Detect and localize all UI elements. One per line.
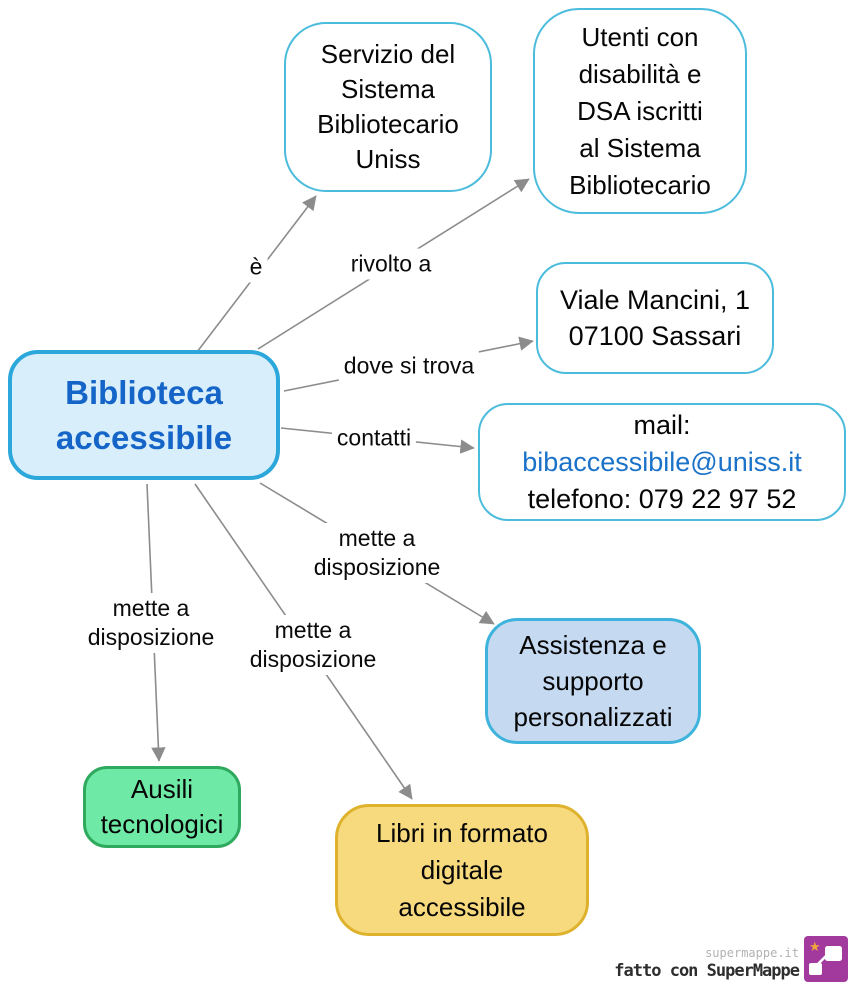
edge-label-mette-a-disposizione-1: mette a disposizione xyxy=(308,523,446,583)
node-assistenza-supporto: Assistenza e supporto personalizzati xyxy=(485,618,701,744)
watermark-text: supermappe.it fatto con SuperMappe xyxy=(614,946,800,982)
node-libri-digitali: Libri in formato digitale accessibile xyxy=(335,804,589,936)
edge-label-dove-si-trova: dove si trova xyxy=(338,350,480,382)
node-contatti: mail: bibaccessibile@uniss.it telefono: … xyxy=(478,403,846,521)
node-servizio-sistema-bibliotecario: Servizio del Sistema Bibliotecario Uniss xyxy=(284,22,492,192)
edge-label-e: è xyxy=(244,251,268,283)
logo-star-icon: ★ xyxy=(809,939,821,954)
contatti-mail-label: mail: xyxy=(633,409,691,440)
node-utenti-disabilita-dsa: Utenti con disabilità e DSA iscritti al … xyxy=(533,8,747,214)
edge-label-rivolto-a: rivolto a xyxy=(345,248,437,280)
edge-label-mette-a-disposizione-2: mette a disposizione xyxy=(82,593,220,653)
edge-label-mette-a-disposizione-3: mette a disposizione xyxy=(244,615,382,675)
node-biblioteca-accessibile: Biblioteca accessibile xyxy=(8,350,280,480)
edge-label-contatti: contatti xyxy=(331,422,417,454)
supermappe-site-label: supermappe.it xyxy=(705,946,799,960)
node-ausili-tecnologici: Ausili tecnologici xyxy=(83,766,241,848)
email-link[interactable]: bibaccessibile@uniss.it xyxy=(522,446,802,477)
node-indirizzo: Viale Mancini, 1 07100 Sassari xyxy=(536,262,774,374)
supermappe-logo-icon: ★ xyxy=(804,936,848,982)
contatti-phone: telefono: 079 22 97 52 xyxy=(527,483,797,514)
made-with-supermappe-label: fatto con SuperMappe xyxy=(614,961,800,981)
supermappe-watermark: supermappe.it fatto con SuperMappe ★ xyxy=(614,936,848,982)
